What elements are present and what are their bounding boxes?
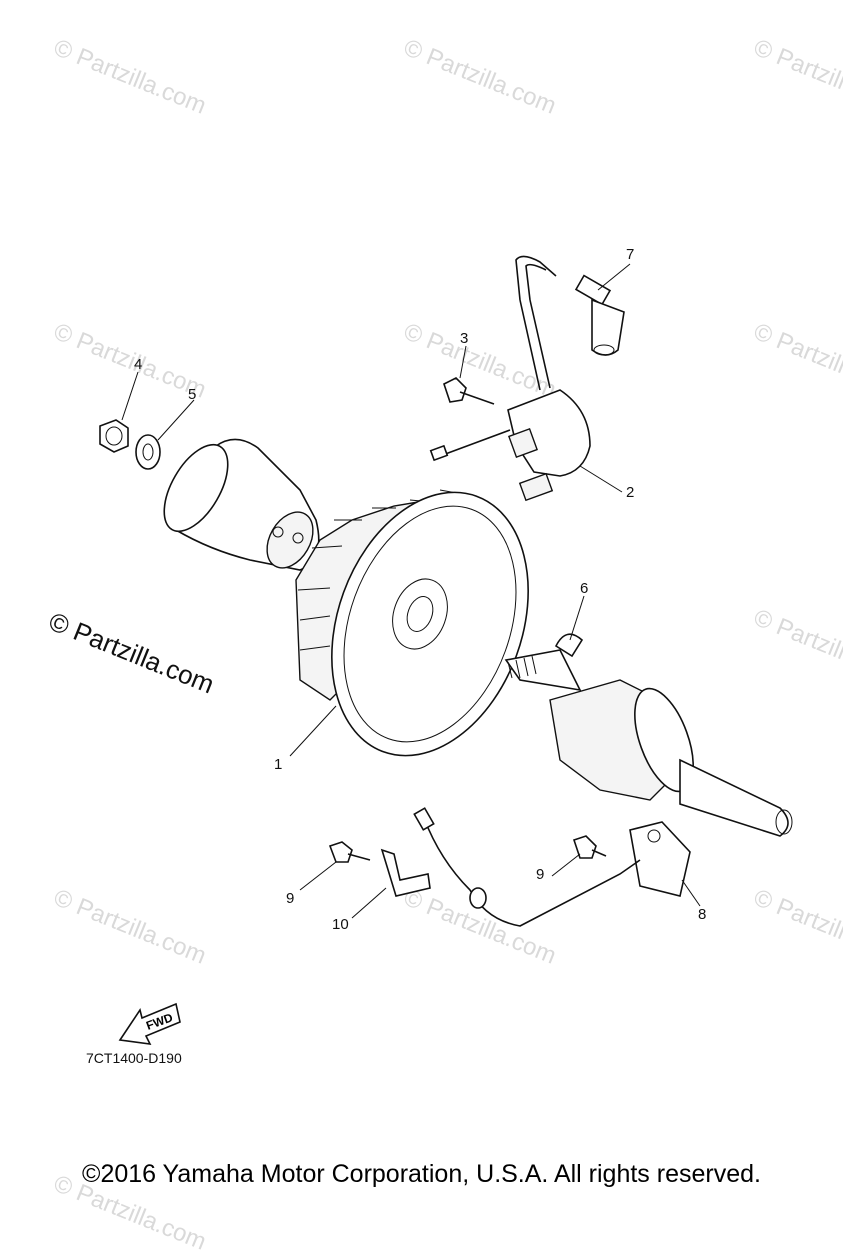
- part-pulser-coil: [413, 807, 691, 927]
- part-nut: [99, 419, 129, 453]
- copyright-notice: ©2016 Yamaha Motor Corporation, U.S.A. A…: [82, 1160, 761, 1188]
- callout-6: 6: [580, 580, 589, 597]
- parts-diagram: FWD: [99, 255, 793, 1045]
- fwd-arrow-icon: [118, 1002, 181, 1045]
- part-wire-stub: [429, 429, 511, 462]
- callout-9-left: 9: [286, 890, 295, 907]
- leader-lines: [121, 263, 701, 919]
- part-crankshaft: [504, 649, 793, 837]
- callout-1: 1: [274, 756, 283, 773]
- part-woodruff-key: [554, 633, 584, 658]
- callout-5: 5: [188, 386, 197, 403]
- callout-8: 8: [698, 906, 707, 923]
- callout-3: 3: [460, 330, 469, 347]
- part-spark-plug-cap: [574, 274, 625, 356]
- callout-7: 7: [626, 246, 635, 263]
- part-bracket: [380, 848, 431, 897]
- part-bolt-left: [328, 841, 371, 863]
- callout-2: 2: [626, 484, 635, 501]
- part-ignition-coil: [507, 255, 591, 502]
- callout-9-right: 9: [536, 866, 545, 883]
- part-flywheel: [295, 489, 529, 757]
- callout-4: 4: [134, 356, 143, 373]
- diagram-code: 7CT1400-D190: [86, 1050, 182, 1066]
- callout-10: 10: [332, 916, 349, 933]
- part-starter-cup: [163, 438, 320, 571]
- part-bolt: [443, 377, 495, 405]
- part-washer: [135, 434, 161, 470]
